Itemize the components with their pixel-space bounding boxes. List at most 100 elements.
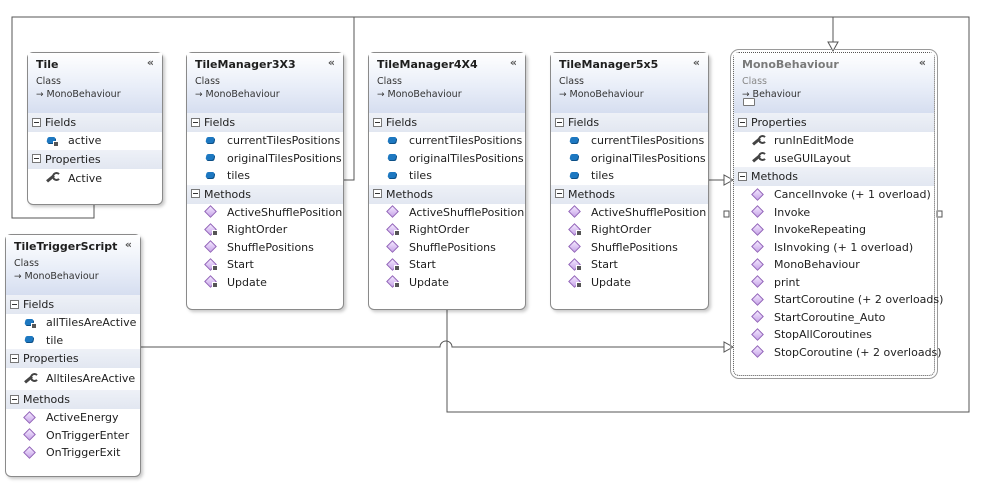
member-field[interactable]: originalTilesPositions <box>187 150 343 168</box>
member-name: currentTilesPositions <box>227 134 341 147</box>
section-toggle-icon[interactable] <box>191 117 200 127</box>
collapse-icon[interactable]: « <box>327 56 335 69</box>
member-property[interactable]: Active <box>28 169 162 189</box>
member-method[interactable]: ActiveShufflePosition <box>551 204 708 222</box>
inherit-arrow-icon: → <box>14 272 22 282</box>
member-method[interactable]: RightOrder <box>551 221 708 239</box>
section-toggle-icon[interactable] <box>555 117 564 127</box>
class-header: MonoBehaviour Class →Behaviour « <box>734 53 934 113</box>
member-method[interactable]: RightOrder <box>187 221 343 239</box>
member-method[interactable]: Start <box>551 256 708 274</box>
section-methods[interactable]: Methods <box>6 390 140 409</box>
section-toggle-icon[interactable] <box>191 189 200 198</box>
member-field[interactable]: tiles <box>551 167 708 185</box>
section-properties[interactable]: Properties <box>6 349 140 368</box>
section-fields[interactable]: Fields <box>28 113 162 132</box>
section-fields[interactable]: Fields <box>369 113 525 132</box>
member-method[interactable]: IsInvoking (+ 1 overload) <box>734 239 934 257</box>
class-monobehaviour[interactable]: MonoBehaviour Class →Behaviour « Propert… <box>730 49 943 379</box>
member-method[interactable]: Start <box>369 256 525 274</box>
member-method[interactable]: ActiveShufflePosition <box>187 204 343 222</box>
section-toggle-icon[interactable] <box>555 189 564 198</box>
member-method[interactable]: StopAllCoroutines <box>734 326 934 344</box>
section-fields[interactable]: Fields <box>6 295 140 314</box>
section-methods[interactable]: Methods <box>551 184 708 204</box>
section-toggle-icon[interactable] <box>738 171 747 181</box>
member-method[interactable]: StartCoroutine_Auto <box>734 309 934 327</box>
member-property[interactable]: useGUILayout <box>734 150 934 168</box>
member-field[interactable]: tile <box>6 332 140 350</box>
member-field[interactable]: tiles <box>187 167 343 185</box>
section-fields[interactable]: Fields <box>551 113 708 132</box>
member-method[interactable]: Update <box>369 274 525 292</box>
member-method[interactable]: InvokeRepeating <box>734 221 934 239</box>
member-method[interactable]: Invoke <box>734 204 934 222</box>
section-toggle-icon[interactable] <box>373 117 382 127</box>
member-name: runInEditMode <box>774 134 854 147</box>
member-method[interactable]: ShufflePositions <box>369 239 525 257</box>
member-field[interactable]: originalTilesPositions <box>369 150 525 168</box>
member-field[interactable]: currentTilesPositions <box>369 132 525 150</box>
member-method[interactable]: Start <box>187 256 343 274</box>
class-tiletriggerscript[interactable]: TileTriggerScript Class →MonoBehaviour «… <box>5 234 141 477</box>
collapse-icon[interactable]: « <box>692 56 700 69</box>
collapse-icon[interactable]: « <box>509 56 517 69</box>
wrench-icon <box>752 152 767 163</box>
section-toggle-icon[interactable] <box>32 117 41 127</box>
member-name: ActiveShufflePosition <box>227 205 343 219</box>
member-field[interactable]: tiles <box>369 167 525 185</box>
member-method[interactable]: OnTriggerEnter <box>6 427 140 445</box>
member-method[interactable]: StartCoroutine (+ 2 overloads) <box>734 291 943 309</box>
section-toggle-icon[interactable] <box>10 353 19 363</box>
member-method[interactable]: MonoBehaviour <box>734 256 934 274</box>
member-method[interactable]: RightOrder <box>369 221 525 239</box>
member-name: tile <box>46 333 64 347</box>
section-properties[interactable]: Properties <box>28 149 162 169</box>
collapse-icon[interactable]: « <box>146 56 154 69</box>
class-header: TileTriggerScript Class →MonoBehaviour « <box>6 235 140 295</box>
field-icon <box>387 152 399 163</box>
member-method[interactable]: Update <box>551 274 708 292</box>
member-field[interactable]: allTilesAreActive <box>6 314 140 332</box>
member-method[interactable]: ShufflePositions <box>551 239 708 257</box>
class-kind: Class <box>559 76 584 87</box>
section-methods[interactable]: Methods <box>734 167 934 186</box>
class-base: →MonoBehaviour <box>14 270 134 284</box>
member-property[interactable]: runInEditMode <box>734 132 934 150</box>
member-method[interactable]: print <box>734 274 934 292</box>
section-toggle-icon[interactable] <box>32 154 41 163</box>
section-methods[interactable]: Methods <box>187 184 343 204</box>
class-tilemanager3x3[interactable]: TileManager3X3 Class →MonoBehaviour « Fi… <box>186 52 344 310</box>
member-method[interactable]: Update <box>187 274 343 292</box>
member-name: StopCoroutine (+ 2 overloads) <box>774 345 942 359</box>
method-icon <box>752 294 764 305</box>
member-name: ShufflePositions <box>591 240 678 254</box>
member-property[interactable]: AlltilesAreActive <box>6 368 140 390</box>
class-tilemanager4x4[interactable]: TileManager4X4 Class →MonoBehaviour « Fi… <box>368 52 526 310</box>
collapse-icon[interactable]: « <box>124 238 132 251</box>
member-method[interactable]: OnTriggerExit <box>6 444 140 462</box>
section-toggle-icon[interactable] <box>738 117 747 127</box>
section-methods[interactable]: Methods <box>369 184 525 204</box>
member-method[interactable]: ActiveShufflePosition <box>369 204 525 222</box>
member-field[interactable]: currentTilesPositions <box>187 132 343 150</box>
member-method[interactable]: ShufflePositions <box>187 239 343 257</box>
member-name: tiles <box>591 169 614 182</box>
collapse-icon[interactable]: « <box>918 56 926 69</box>
section-toggle-icon[interactable] <box>373 189 382 198</box>
class-tilemanager5x5[interactable]: TileManager5x5 Class →MonoBehaviour « Fi… <box>550 52 709 310</box>
class-tile[interactable]: Tile Class →MonoBehaviour « Fields activ… <box>27 52 163 205</box>
section-fields[interactable]: Fields <box>187 113 343 132</box>
member-method[interactable]: CancelInvoke (+ 1 overload) <box>734 186 934 204</box>
member-field[interactable]: originalTilesPositions <box>551 150 708 168</box>
member-field[interactable]: currentTilesPositions <box>551 132 708 150</box>
member-field[interactable]: active <box>28 132 162 150</box>
member-name: useGUILayout <box>774 151 851 165</box>
member-name: allTilesAreActive <box>46 316 137 329</box>
section-toggle-icon[interactable] <box>10 299 19 309</box>
section-toggle-icon[interactable] <box>10 394 19 404</box>
method-icon <box>387 241 399 252</box>
member-method[interactable]: ActiveEnergy <box>6 409 140 427</box>
member-method[interactable]: StopCoroutine (+ 2 overloads) <box>734 344 942 362</box>
section-properties[interactable]: Properties <box>734 113 934 132</box>
